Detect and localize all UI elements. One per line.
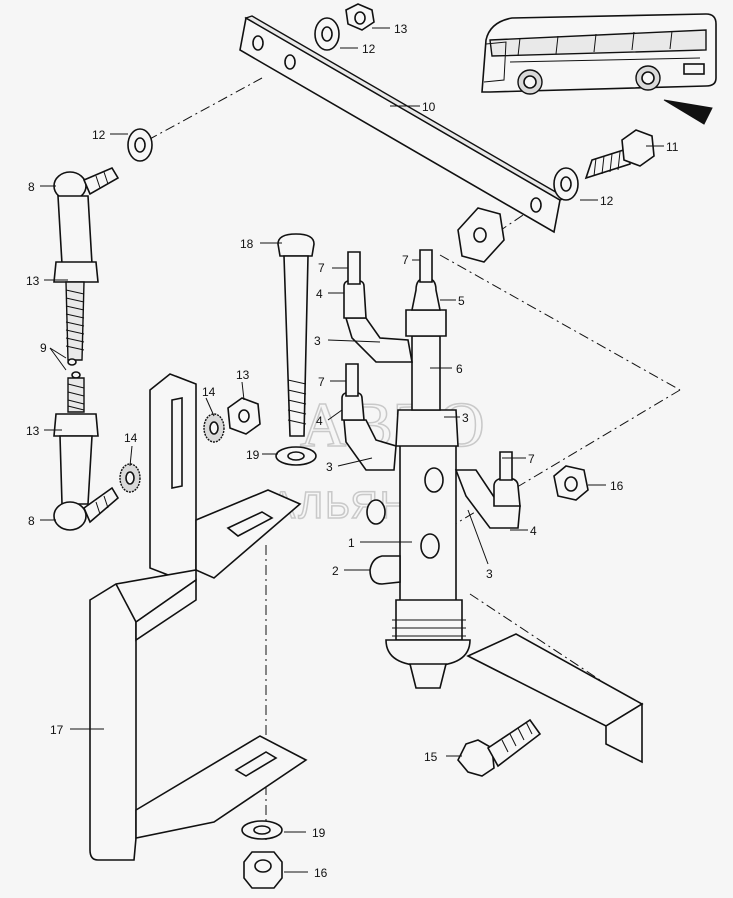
callout-12-right: 12 — [600, 194, 614, 208]
callout-7-b: 7 — [318, 375, 325, 389]
callout-3-b: 3 — [326, 460, 333, 474]
bracket-plate-10 — [239, 15, 568, 234]
callout-3-d: 3 — [486, 567, 493, 581]
bolt-18 — [277, 233, 315, 437]
nut-16-right — [553, 465, 589, 501]
washer-12-top — [314, 17, 340, 51]
mounting-bracket-17 — [89, 373, 308, 861]
callout-9: 9 — [40, 341, 47, 355]
callout-3-c: 3 — [462, 411, 469, 425]
callout-11: 11 — [666, 140, 679, 154]
callout-14-upper: 14 — [202, 385, 216, 399]
callout-labels: 13 12 10 12 11 12 8 13 9 13 8 14 14 13 1… — [26, 22, 679, 880]
callout-10: 10 — [422, 100, 436, 114]
callout-13-upper-rod: 13 — [26, 274, 40, 288]
callout-8-upper: 8 — [28, 180, 35, 194]
callout-7-d: 7 — [528, 452, 535, 466]
washer-19-bottom — [241, 820, 283, 840]
washer-19-top — [275, 446, 317, 466]
hex-nut-plate — [457, 207, 505, 263]
bolt-15 — [457, 718, 542, 777]
callout-17: 17 — [50, 723, 64, 737]
callout-13-top: 13 — [394, 22, 408, 36]
linkage-rod — [53, 166, 120, 531]
callout-13-lower-rod: 13 — [26, 424, 40, 438]
angle-bracket — [466, 633, 644, 764]
callout-4-b: 4 — [316, 414, 323, 428]
nut-13-bracket — [227, 397, 261, 435]
callout-19-bottom: 19 — [312, 826, 326, 840]
callout-15: 15 — [424, 750, 438, 764]
callout-12-left: 12 — [92, 128, 106, 142]
nut-13-top — [345, 3, 375, 31]
lock-washer-14-upper — [203, 413, 225, 443]
callout-14-lower: 14 — [124, 431, 138, 445]
callout-7-c: 7 — [402, 253, 409, 267]
callout-7-a: 7 — [318, 261, 325, 275]
bolt-11 — [584, 129, 655, 180]
bus-icon — [481, 13, 717, 125]
callout-5: 5 — [458, 294, 465, 308]
callout-3-a: 3 — [314, 334, 321, 348]
washer-12-right — [553, 167, 579, 201]
valve-assembly — [341, 249, 521, 689]
lock-washer-14-lower — [119, 463, 141, 493]
nut-16-bottom — [243, 851, 283, 889]
callout-18: 18 — [240, 237, 254, 251]
washer-12-left — [127, 128, 153, 162]
callout-4-a: 4 — [316, 287, 323, 301]
leader-lines — [40, 27, 664, 873]
callout-19-top: 19 — [246, 448, 260, 462]
callout-12-top: 12 — [362, 42, 376, 56]
callout-16-bottom: 16 — [314, 866, 328, 880]
callout-8-lower: 8 — [28, 514, 35, 528]
callout-2: 2 — [332, 564, 339, 578]
callout-6: 6 — [456, 362, 463, 376]
callout-1: 1 — [348, 536, 355, 550]
callout-4-c: 4 — [530, 524, 537, 538]
callout-16-right: 16 — [610, 479, 624, 493]
callout-13-bracket: 13 — [236, 368, 250, 382]
